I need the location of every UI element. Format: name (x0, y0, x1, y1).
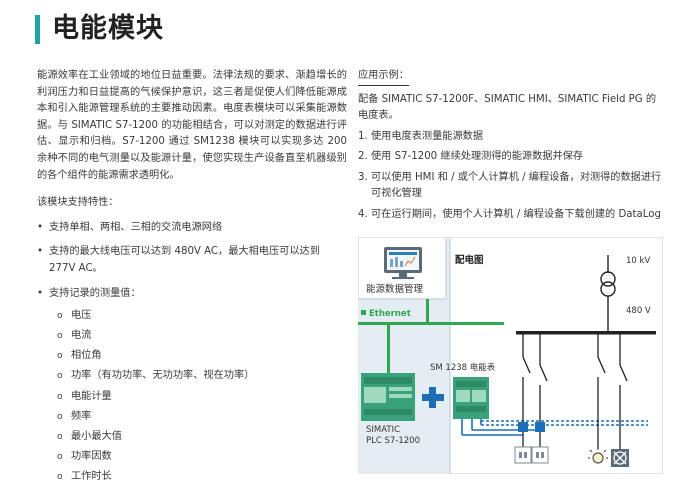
application-intro: 配备 SIMATIC S7-1200F、SIMATIC HMI、SIMATIC … (358, 93, 657, 122)
hv-label: 10 kV (626, 256, 650, 266)
diagram-svg: 能源数据管理 配电图 Ethernet SIMATIC PLC S7-1200 … (357, 236, 664, 475)
measurement-item: 电能计量 (57, 389, 347, 406)
step-item: 4.可在运行期间，使用个人计算机 / 编程设备下载创建的 DataLog (358, 207, 663, 224)
page-title: 电能模块 (52, 13, 164, 44)
measurement-list: 电压 电流 相位角 功率（有功功率、无功功率、视在功率） 电能计量 频率 最小最… (57, 308, 347, 485)
energy-meter-diagram: 能源数据管理 配电图 Ethernet SIMATIC PLC S7-1200 … (357, 236, 664, 475)
measurement-item: 电流 (57, 328, 347, 345)
grid-label: 配电图 (455, 254, 484, 266)
ethernet-label: Ethernet (369, 309, 411, 319)
step-number: 3. (358, 171, 368, 183)
features-heading: 该模块支持特性： (37, 197, 119, 209)
step-number: 4. (358, 208, 368, 220)
measurement-cables (461, 419, 648, 436)
feeder-switches (522, 334, 628, 449)
step-item: 3.可以使用 HMI 和 / 或个人计算机 / 编程设备，对测得的数据进行可视化… (358, 170, 663, 203)
sm1238-module-icon (453, 377, 489, 419)
transformer-icon (600, 255, 616, 332)
step-item: 1.使用电度表测量能源数据 (358, 129, 663, 146)
plc-icon (361, 373, 415, 421)
steps-list: 1.使用电度表测量能源数据 2.使用 S7-1200 继续处理测得的能源数据并保… (358, 129, 663, 224)
left-column: 能源效率在工业领域的地位日益重要。法律法规的要求、渐趋增长的利润压力和日益提高的… (37, 68, 347, 493)
measurement-item: 最小最大值 (57, 429, 347, 446)
lv-label: 480 V (626, 306, 651, 316)
plc-label-line1: SIMATIC (366, 425, 400, 435)
measurement-item: 相位角 (57, 348, 347, 365)
step-number: 1. (358, 130, 368, 142)
fan-icon (611, 449, 629, 467)
ethernet-drop-hmi (426, 299, 429, 322)
lamp-icon (588, 448, 608, 464)
busbar (516, 331, 656, 335)
feature-item: 支持单相、两相、三相的交流电源网络 (37, 220, 347, 237)
step-text: 使用电度表测量能源数据 (371, 130, 484, 142)
feature-item: 支持的最大线电压可以达到 480V AC，最大相电压可以达到 277V AC。 (37, 244, 347, 277)
features-list: 支持单相、两相、三相的交流电源网络 支持的最大线电压可以达到 480V AC，最… (37, 220, 347, 486)
title-accent-bar (35, 15, 40, 44)
socket-icon (514, 446, 532, 464)
grid-box (449, 236, 664, 475)
measurement-item: 功率因数 (57, 449, 347, 466)
measurement-item: 功率（有功功率、无功功率、视在功率） (57, 368, 347, 385)
ethernet-legend-mark (361, 310, 366, 315)
intro-paragraph: 能源效率在工业领域的地位日益重要。法律法规的要求、渐趋增长的利润压力和日益提高的… (37, 70, 347, 181)
plus-icon (422, 387, 444, 408)
measurement-item: 频率 (57, 409, 347, 426)
step-text: 可以使用 HMI 和 / 或个人计算机 / 编程设备，对测得的数据进行可视化管理 (371, 171, 662, 200)
ethernet-bus (358, 322, 504, 325)
step-number: 2. (358, 151, 368, 162)
step-text: 可在运行期间，使用个人计算机 / 编程设备下载创建的 DataLog (371, 208, 661, 220)
plc-label-line2: PLC S7-1200 (366, 436, 420, 446)
measurement-item: 电压 (57, 308, 347, 325)
application-example-heading: 应用示例： (358, 68, 409, 86)
measurement-item: 工作时长 (57, 469, 347, 486)
feature-item-measurements: 支持记录的测量值： 电压 电流 相位角 功率（有功功率、无功功率、视在功率） 电… (37, 286, 347, 486)
sm1238-label: SM 1238 电能表 (430, 362, 496, 373)
feature-item-label: 支持记录的测量值： (49, 287, 141, 299)
right-column: 应用示例： 配备 SIMATIC S7-1200F、SIMATIC HMI、SI… (358, 68, 663, 227)
socket-icon (531, 446, 549, 464)
current-transformers (518, 422, 545, 432)
energy-mgmt-label: 能源数据管理 (366, 283, 424, 295)
ethernet-drop-plc (387, 325, 390, 373)
monitor-icon (384, 247, 422, 279)
step-item: 2.使用 S7-1200 继续处理测得的能源数据并保存 (358, 149, 663, 166)
step-text: 使用 S7-1200 继续处理测得的能源数据并保存 (371, 151, 584, 162)
